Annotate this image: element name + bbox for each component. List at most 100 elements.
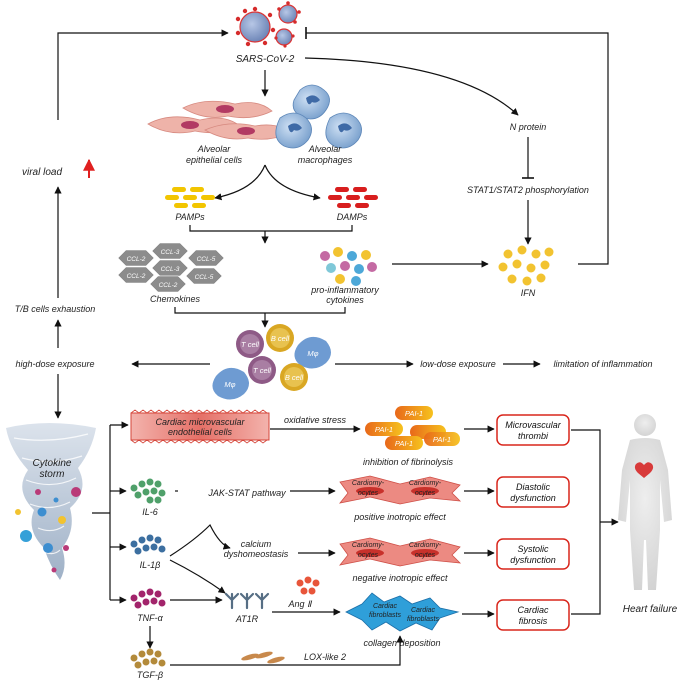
cytokines-label-1: pro-inflammatory — [310, 285, 379, 295]
calcium-label-1: calcium — [241, 539, 272, 549]
il1b-icon — [130, 534, 166, 555]
ifn-label: IFN — [521, 288, 536, 298]
lox-icon — [241, 651, 285, 664]
damps-icon — [328, 187, 378, 208]
outcome-box-fibrosis: Cardiac fibrosis — [496, 599, 570, 631]
cardiomyocyte-label: Cardiomy- — [409, 542, 442, 549]
heart-failure-label: Heart failure — [623, 604, 678, 615]
cardiomyocyte-label: ocytes — [415, 490, 436, 497]
sars-label: SARS-CoV-2 — [236, 54, 295, 65]
lox-label: LOX-like 2 — [304, 652, 346, 662]
at1r-icon — [224, 592, 270, 610]
cardiomyocytes-negative-icon: Cardiomy- ocytes Cardiomy- ocytes — [339, 537, 462, 567]
b-cell-label: B cell — [285, 373, 304, 382]
jak-stat-label: JAK-STAT pathway — [207, 488, 286, 498]
ccl-label: CCL-2 — [159, 282, 178, 289]
pai1-icon: PAI-1 PAI-1 PAI-1 PAI-1 — [365, 406, 460, 450]
virus-icon — [235, 1, 301, 48]
il6-label: IL-6 — [142, 507, 158, 517]
cmec-label-2: endothelial cells — [168, 427, 233, 437]
epithelial-label-2: epithelial cells — [186, 155, 243, 165]
outcomes-bracket — [571, 429, 601, 615]
storm-label-1: Cytokine — [33, 458, 72, 469]
tgfb-label: TGF-β — [137, 670, 163, 680]
pai1-label: PAI-1 — [405, 409, 423, 418]
il1b-to-calcium-arrow — [169, 523, 231, 557]
il6-icon — [130, 478, 166, 504]
pamps-icon — [165, 187, 215, 208]
endothelial-cells-icon — [130, 409, 270, 444]
fibroblast-label: fibroblasts — [369, 612, 401, 619]
cardiomyocyte-label: ocytes — [415, 552, 436, 559]
outcome-label: fibrosis — [519, 616, 548, 626]
pai1-label: PAI-1 — [395, 439, 413, 448]
viral-load-to-sars-arrow — [57, 29, 229, 120]
outcome-box-thrombi: Microvascular thrombi — [496, 414, 570, 446]
macrophage-label: Mφ — [224, 380, 235, 389]
macrophages-icon — [275, 84, 362, 149]
t-cell-label: T cell — [241, 340, 259, 349]
epithelial-cells-icon — [147, 100, 291, 140]
outcome-label: Systolic — [517, 544, 549, 554]
angii-icon — [296, 576, 320, 595]
cardiomyocyte-label: Cardiomy- — [352, 542, 385, 549]
fibroblast-label: Cardiac — [411, 607, 436, 614]
il1b-label: IL-1β — [140, 560, 161, 570]
cardiomyocyte-label: ocytes — [358, 490, 379, 497]
epithelial-label-1: Alveolar — [197, 144, 232, 154]
cmec-label-1: Cardiac microvascular — [155, 417, 245, 427]
negative-inotropic-label: negative inotropic effect — [352, 573, 448, 583]
mediators-join — [174, 307, 346, 314]
ccl-label: CCL-5 — [197, 256, 216, 263]
outcome-label: Microvascular — [505, 420, 562, 430]
fibrinolysis-label: inhibition of fibrinolysis — [363, 457, 454, 467]
ifn-icon — [498, 245, 554, 286]
outcome-label: dysfunction — [510, 493, 556, 503]
pamps-label: PAMPs — [175, 212, 205, 222]
heart-icon — [634, 462, 654, 478]
stat-label: STAT1/STAT2 phosphorylation — [467, 185, 589, 195]
fibroblast-label: fibroblasts — [407, 616, 439, 623]
cytokines-label-2: cytokines — [326, 295, 364, 305]
macrophages-label-1: Alveolar — [308, 144, 343, 154]
macrophage-label: Mφ — [307, 349, 318, 358]
cytokines-icon — [320, 247, 377, 286]
chemokines-label: Chemokines — [150, 294, 201, 304]
calcium-label-2: dyshomeostasis — [224, 549, 289, 559]
outcome-label: Cardiac — [517, 605, 549, 615]
pai1-label: PAI-1 — [375, 425, 393, 434]
low-dose-label: low-dose exposure — [420, 359, 496, 369]
ifn-inhibition-line — [306, 32, 609, 265]
cardiomyocytes-positive-icon: Cardiomy- ocytes Cardiomy- ocytes — [339, 475, 462, 505]
sars-to-nprotein-arrow — [304, 57, 519, 116]
macrophages-label-2: macrophages — [298, 155, 353, 165]
cells-to-damps-arrow — [264, 164, 321, 201]
positive-inotropic-label: positive inotropic effect — [353, 512, 446, 522]
immune-cells-icon: T cell B cell Mφ Mφ T cell B cell — [212, 324, 331, 400]
chemokines-icon: CCL-2 CCL-3 CCL-5 CCL-3 CCL-2 CCL-5 CCL-… — [117, 242, 225, 293]
ccl-label: CCL-2 — [127, 256, 146, 263]
angii-label: Ang Ⅱ — [288, 599, 314, 609]
tnfa-label: TNF-α — [137, 613, 163, 623]
t-cell-label: T cell — [253, 366, 271, 375]
viral-load-label: viral load — [22, 167, 62, 178]
tgfb-to-fibroblast-arrow — [170, 635, 404, 666]
nprotein-label: N protein — [510, 122, 547, 132]
fibroblast-label: Cardiac — [373, 603, 398, 610]
ccl-label: CCL-3 — [161, 249, 180, 256]
cells-to-pamps-arrow — [214, 164, 266, 201]
ccl-label: CCL-3 — [161, 266, 180, 273]
ccl-label: CCL-5 — [195, 274, 214, 281]
pai1-label: PAI-1 — [433, 435, 451, 444]
cardiomyocyte-label: Cardiomy- — [409, 480, 442, 487]
outcome-box-systolic: Systolic dysfunction — [496, 538, 570, 570]
oxidative-label: oxidative stress — [284, 415, 347, 425]
tnfa-icon — [130, 588, 166, 609]
fibroblasts-icon: Cardiac fibroblasts Cardiac fibroblasts — [345, 592, 460, 632]
cardiomyocyte-label: Cardiomy- — [352, 480, 385, 487]
high-dose-label: high-dose exposure — [15, 359, 94, 369]
damps-label: DAMPs — [337, 212, 368, 222]
limitation-label: limitation of inflammation — [553, 359, 652, 369]
